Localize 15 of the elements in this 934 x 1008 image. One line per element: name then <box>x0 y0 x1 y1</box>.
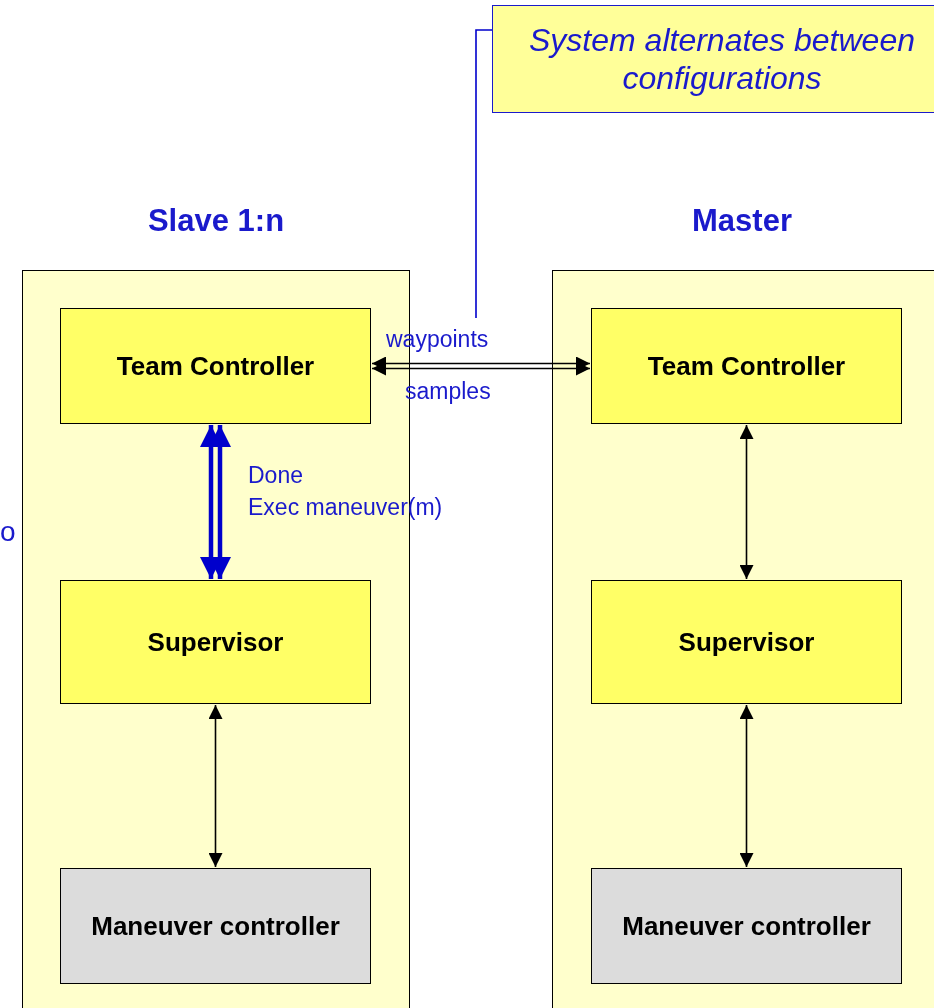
process-box: Supervisor <box>591 580 902 704</box>
note-box: System alternates between configurations <box>492 5 934 113</box>
arrow <box>739 424 754 580</box>
group-title: Master <box>691 203 793 239</box>
process-box: Team Controller <box>60 308 371 424</box>
process-box: Maneuver controller <box>60 868 371 984</box>
process-box: Supervisor <box>60 580 371 704</box>
process-box: Maneuver controller <box>591 868 902 984</box>
group-title: Slave 1:n <box>146 203 286 239</box>
process-box: Team Controller <box>591 308 902 424</box>
cut-off-text: o <box>0 516 16 548</box>
edge-label: Done <box>248 462 303 489</box>
leader-line <box>475 29 493 319</box>
arrow <box>739 704 754 868</box>
arrow <box>208 704 223 868</box>
